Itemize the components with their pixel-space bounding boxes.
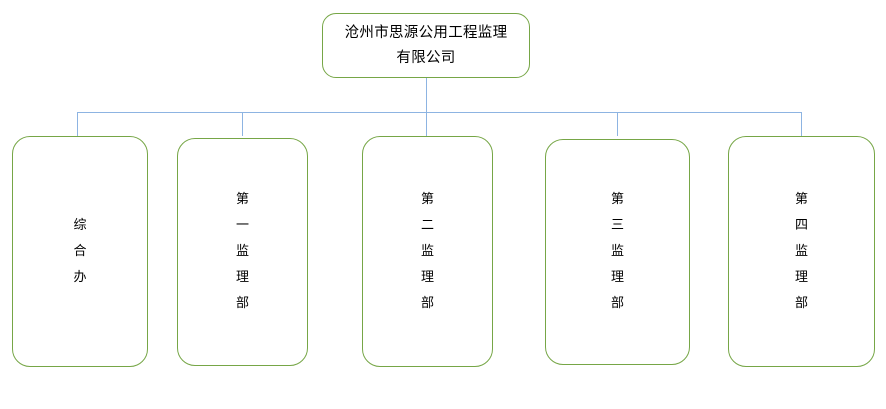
node-second-supervision-dept[interactable]: 第 二 监 理 部: [362, 136, 493, 367]
node-third-supervision-dept-label: 第 三 监 理 部: [610, 192, 624, 311]
connector-horizontal-bus: [77, 112, 801, 113]
node-first-supervision-dept[interactable]: 第 一 监 理 部: [177, 138, 308, 366]
node-general-office-label: 综 合 办: [73, 217, 87, 285]
node-third-supervision-dept[interactable]: 第 三 监 理 部: [545, 139, 690, 365]
connector-root-stem: [426, 78, 427, 113]
node-root-label: 沧州市思源公用工程监理 有限公司: [344, 24, 508, 66]
node-fourth-supervision-dept-label: 第 四 监 理 部: [794, 191, 808, 311]
node-second-supervision-dept-label: 第 二 监 理 部: [420, 191, 434, 311]
node-general-office[interactable]: 综 合 办: [12, 136, 148, 367]
connector-drop-1: [77, 112, 78, 136]
connector-drop-4: [617, 112, 618, 136]
connector-drop-2: [242, 112, 243, 136]
connector-drop-5: [801, 112, 802, 136]
node-first-supervision-dept-label: 第 一 监 理 部: [235, 192, 249, 311]
connector-drop-3: [426, 112, 427, 136]
node-fourth-supervision-dept[interactable]: 第 四 监 理 部: [728, 136, 875, 367]
node-root-company[interactable]: 沧州市思源公用工程监理 有限公司: [322, 13, 530, 78]
